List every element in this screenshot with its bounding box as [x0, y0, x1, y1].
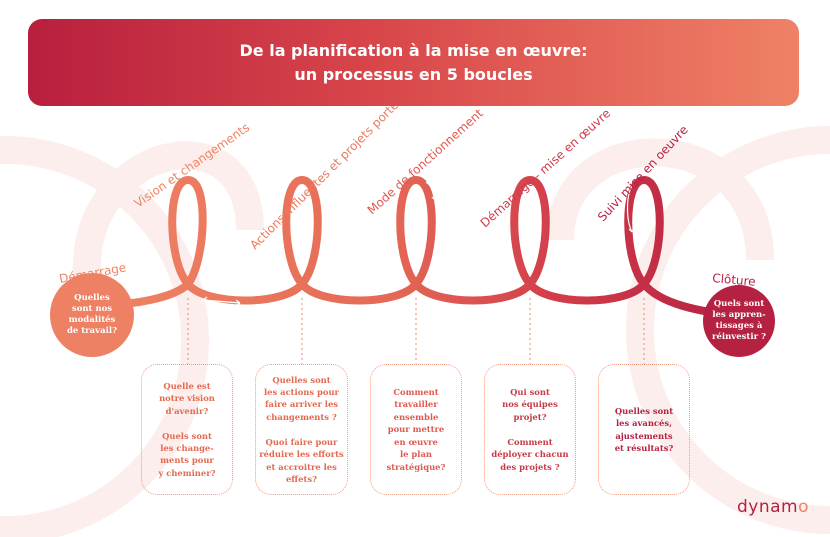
- title-banner: De la planification à la mise en œuvre: …: [28, 19, 799, 106]
- end-question: Quels sont les appren- tissages à réinve…: [711, 299, 766, 342]
- loop-1-question-box: Quelle est notre vision d'avenir? Quels …: [141, 364, 233, 495]
- arrow-icon: [628, 227, 635, 233]
- arrow-icon: [235, 299, 241, 307]
- title-line-2: un processus en 5 boucles: [294, 64, 533, 84]
- loop-ribbon: [88, 175, 744, 320]
- loop-2-label: Actions influentes et projets porteurs: [247, 85, 414, 252]
- title-line-1: De la planification à la mise en œuvre:: [239, 40, 588, 60]
- loop-3-question: Comment travailler ensemble pour mettre …: [386, 387, 446, 472]
- logo-text-accent: o: [798, 497, 810, 517]
- arrow-icon: [202, 296, 208, 304]
- loop-4-question-box: Qui sont nos équipes projet? Comment dép…: [484, 364, 576, 495]
- arrow-icon: [425, 181, 436, 201]
- start-question: Quelles sont nos modalités de travail?: [66, 293, 118, 336]
- loop-4-question: Qui sont nos équipes projet? Comment dép…: [491, 387, 569, 472]
- arrow-icon: [202, 299, 241, 304]
- logo-text-main: dynam: [737, 497, 799, 517]
- arrow-icon: [431, 195, 438, 201]
- end-label: Clôture: [712, 271, 756, 289]
- loop-1-question: Quelle est notre vision d'avenir? Quels …: [158, 380, 216, 478]
- loop-5-question: Quelles sont les avancés, ajustements et…: [614, 405, 674, 453]
- loop-2-question: Quelles sont les actions pour faire arri…: [259, 374, 344, 484]
- arrow-icon: [626, 185, 633, 233]
- dynamo-logo: dynamo: [737, 497, 809, 517]
- background-watermark: [0, 126, 830, 537]
- connector-lines: [187, 298, 645, 364]
- end-circle: Quels sont les appren- tissages à réinve…: [703, 285, 775, 357]
- start-circle: Quelles sont nos modalités de travail?: [50, 273, 134, 357]
- loop-2-question-box: Quelles sont les actions pour faire arri…: [255, 364, 348, 495]
- loop-3-question-box: Comment travailler ensemble pour mettre …: [370, 364, 462, 495]
- loop-5-question-box: Quelles sont les avancés, ajustements et…: [598, 364, 690, 495]
- flow-arrows: [202, 181, 635, 307]
